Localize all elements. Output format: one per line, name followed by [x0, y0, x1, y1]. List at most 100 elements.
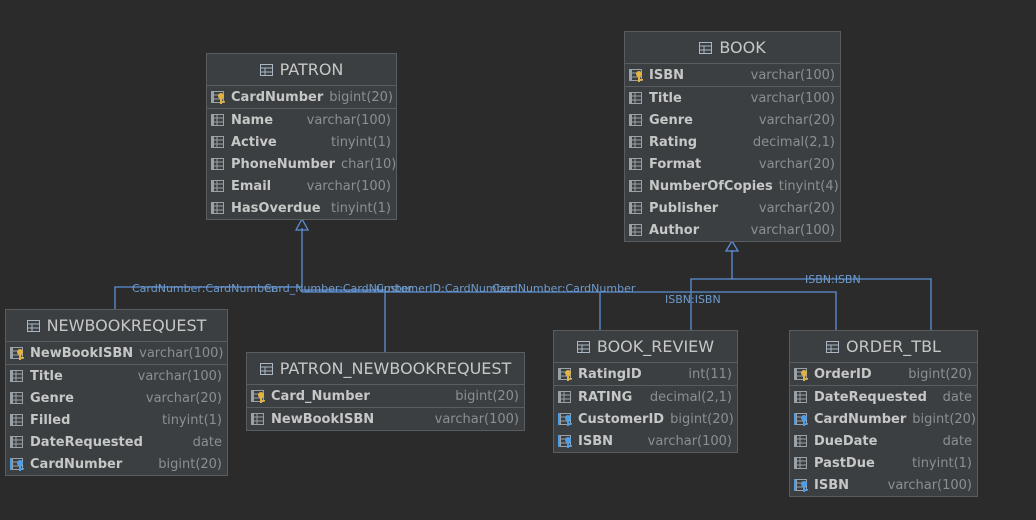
column-type: varchar(20)	[758, 156, 835, 172]
column-row[interactable]: Genre varchar(20)	[6, 387, 227, 409]
column-name: DateRequested	[814, 389, 927, 405]
column-icon	[629, 157, 642, 171]
column-type: bigint(20)	[329, 89, 393, 105]
table-header[interactable]: BOOK	[625, 32, 840, 64]
table-header[interactable]: BOOK_REVIEW	[554, 331, 737, 363]
table-title: PATRON_NEWBOOKREQUEST	[279, 359, 512, 378]
column-name: OrderID	[814, 366, 872, 382]
relation-label: CardNumber:CardNumber	[132, 282, 276, 295]
column-name: Active	[231, 134, 277, 150]
table-header[interactable]: ORDER_TBL	[790, 331, 977, 363]
relation-label: ISBN:ISBN	[805, 273, 861, 286]
column-name: CustomerID	[578, 411, 665, 427]
column-type: varchar(20)	[145, 390, 222, 406]
column-row[interactable]: ISBN varchar(100)	[790, 474, 977, 496]
column-row[interactable]: Name varchar(100)	[207, 109, 396, 131]
column-icon	[629, 91, 642, 105]
column-type: bigint(20)	[455, 388, 519, 404]
table-icon	[259, 362, 273, 375]
foreign-key-icon	[794, 478, 809, 492]
column-icon	[211, 113, 224, 127]
column-icon	[211, 179, 224, 193]
primary-key-icon	[211, 90, 226, 104]
column-type: varchar(100)	[306, 178, 391, 194]
column-type: varchar(100)	[887, 477, 972, 493]
column-row[interactable]: Active tinyint(1)	[207, 131, 396, 153]
primary-key-icon	[10, 346, 25, 360]
column-name: Name	[231, 112, 274, 128]
column-row[interactable]: Filled tinyint(1)	[6, 409, 227, 431]
column-row[interactable]: Format varchar(20)	[625, 153, 840, 175]
column-icon	[629, 113, 642, 127]
relation-label: ISBN:ISBN	[665, 293, 721, 306]
column-row[interactable]: Title varchar(100)	[6, 365, 227, 387]
column-name: NumberOfCopies	[649, 178, 773, 194]
column-icon	[211, 201, 224, 215]
column-row[interactable]: Email varchar(100)	[207, 175, 396, 197]
foreign-key-icon	[558, 434, 573, 448]
table-title: BOOK_REVIEW	[596, 337, 715, 356]
column-icon	[10, 435, 23, 449]
column-icon	[629, 179, 642, 193]
table-header[interactable]: NEWBOOKREQUEST	[6, 310, 227, 342]
column-name: ISBN	[814, 477, 849, 493]
column-type: decimal(2,1)	[649, 389, 732, 405]
column-name: Filled	[30, 412, 71, 428]
column-name: Card_Number	[271, 388, 370, 404]
column-type: varchar(100)	[137, 368, 222, 384]
wire-newbookrequest-patron	[114, 228, 303, 310]
table-title: PATRON	[279, 60, 344, 79]
table-patron_newbookrequest[interactable]: PATRON_NEWBOOKREQUEST Card_Number bigint(2…	[246, 352, 525, 431]
column-icon	[211, 157, 224, 171]
column-name: PhoneNumber	[231, 156, 335, 172]
column-name: Title	[649, 90, 682, 106]
table-icon	[576, 340, 590, 353]
foreign-key-icon	[794, 412, 809, 426]
column-type: tinyint(1)	[161, 412, 222, 428]
column-name: Format	[649, 156, 702, 172]
column-name: NewBookISBN	[30, 345, 134, 361]
relation-label: CardNumber:CardNumber	[492, 282, 636, 295]
column-type: varchar(100)	[306, 112, 391, 128]
column-name: Title	[30, 368, 63, 384]
column-type: int(11)	[688, 366, 732, 382]
column-row[interactable]: Card_Number bigint(20)	[247, 385, 524, 408]
column-icon	[251, 412, 264, 426]
column-name: Email	[231, 178, 272, 194]
column-icon	[794, 434, 807, 448]
column-type: tinyint(1)	[330, 134, 391, 150]
column-name: Genre	[30, 390, 74, 406]
column-name: Publisher	[649, 200, 719, 216]
column-icon	[211, 135, 224, 149]
table-header[interactable]: PATRON_NEWBOOKREQUEST	[247, 353, 524, 385]
table-header[interactable]: PATRON	[207, 54, 396, 86]
